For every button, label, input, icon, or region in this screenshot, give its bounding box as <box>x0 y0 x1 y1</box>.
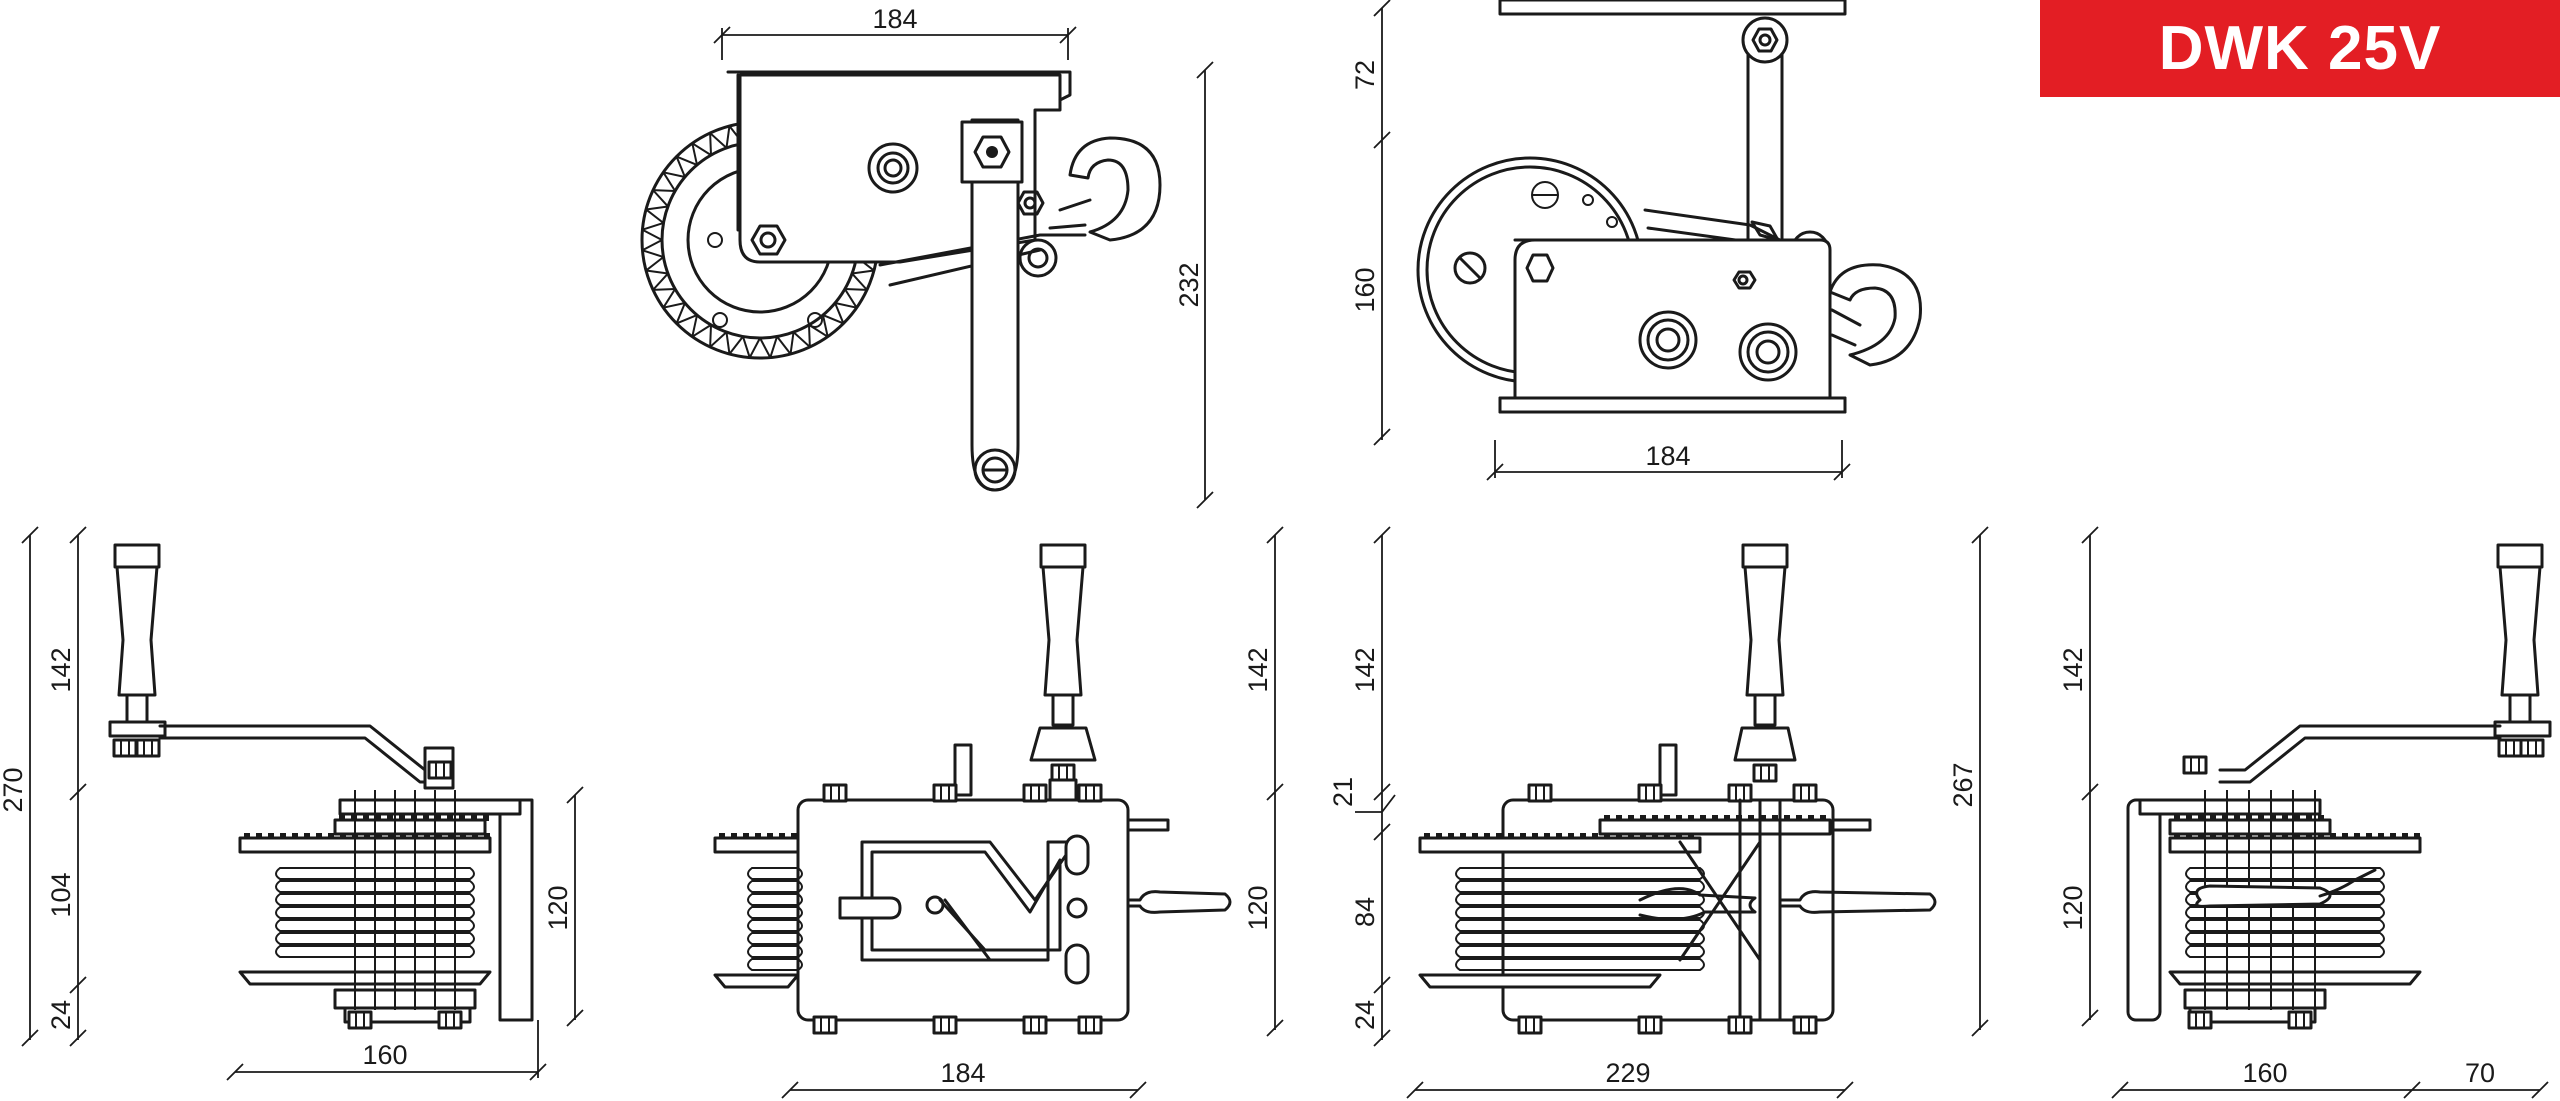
dim-top-left-width: 184 <box>872 4 917 34</box>
dim-top-left-height: 232 <box>1174 262 1204 307</box>
dim-view1-mid: 104 <box>46 872 76 917</box>
dim-top-right-width: 184 <box>1645 441 1690 471</box>
dim-view1-width: 160 <box>362 1040 407 1070</box>
dim-view4-drum: 120 <box>2058 885 2088 930</box>
top-left-view <box>640 70 1162 492</box>
dim-view4-width: 160 <box>2242 1058 2287 1088</box>
top-right-view <box>1416 0 1922 414</box>
view-1 <box>108 543 534 1030</box>
model-title: DWK 25V <box>2158 14 2442 83</box>
dim-view3-total: 267 <box>1948 762 1978 807</box>
dim-view2-handle: 142 <box>1243 647 1273 692</box>
dim-top-right-body: 160 <box>1350 267 1380 312</box>
dim-view1-base: 24 <box>46 1000 76 1030</box>
dim-view2-drum: 120 <box>1243 885 1273 930</box>
dim-view3-mid: 84 <box>1350 897 1380 927</box>
dimension-labels: 184 232 72 160 184 270 142 104 24 120 16… <box>0 4 2495 1088</box>
dim-top-right-handle: 72 <box>1350 60 1380 90</box>
view-3 <box>1418 543 1937 1035</box>
bottom-views <box>108 543 2552 1035</box>
dim-view2-width: 184 <box>940 1058 985 1088</box>
dimension-lines <box>21 0 2549 1099</box>
model-title-badge: DWK 25V <box>2040 0 2560 97</box>
dim-view3-width: 229 <box>1605 1058 1650 1088</box>
view-2 <box>713 543 1232 1035</box>
dim-view1-total: 270 <box>0 767 28 812</box>
dim-view4-handle: 142 <box>2058 647 2088 692</box>
dim-view1-drum: 120 <box>543 885 573 930</box>
dim-view4-ext: 70 <box>2465 1058 2495 1088</box>
dim-view3-small: 21 <box>1328 777 1358 807</box>
dim-view3-handle: 142 <box>1350 647 1380 692</box>
dim-view3-base: 24 <box>1350 1000 1380 1030</box>
dim-view1-handle: 142 <box>46 647 76 692</box>
view-4 <box>2126 543 2552 1030</box>
